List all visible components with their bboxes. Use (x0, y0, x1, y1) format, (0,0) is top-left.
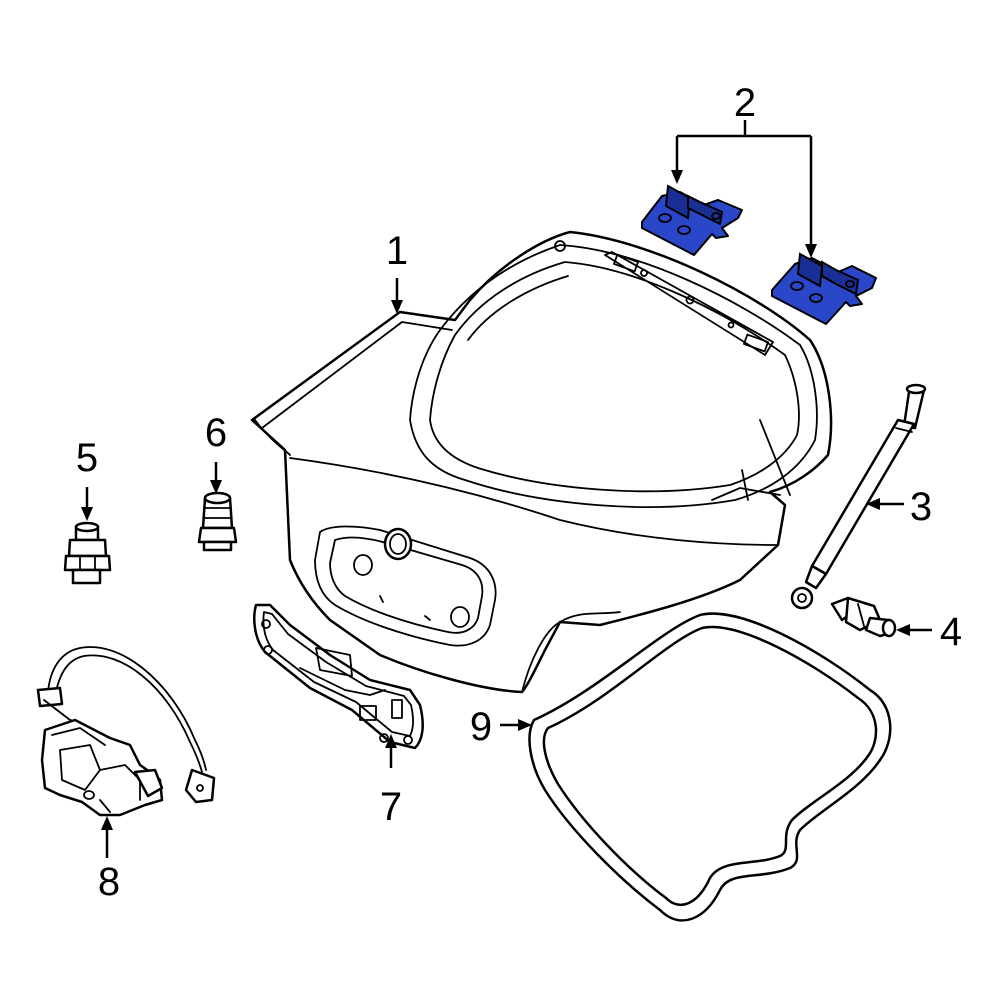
callout-3: 3 (910, 485, 932, 529)
callout-5: 5 (76, 436, 98, 480)
callout-2: 2 (734, 81, 756, 125)
bumper-stop-part[interactable] (197, 491, 238, 552)
callout-6: 6 (205, 411, 227, 455)
callout-7: 7 (380, 785, 402, 829)
weatherstrip-seal-part[interactable] (528, 612, 892, 922)
callout-4: 4 (940, 610, 962, 654)
latch-assembly-part[interactable] (36, 646, 216, 817)
callout-9: 9 (470, 705, 492, 749)
ball-stud-part[interactable] (830, 596, 897, 638)
switch-part[interactable] (63, 521, 112, 585)
leader-lines (81, 120, 932, 858)
callout-8: 8 (98, 860, 120, 904)
trim-bracket-part[interactable] (253, 603, 424, 750)
lift-support-strut-part[interactable] (790, 383, 927, 610)
hinge-left-part[interactable] (641, 184, 743, 256)
callout-1: 1 (386, 229, 408, 273)
hinge-right-part[interactable] (771, 252, 877, 325)
callout-labels: 1 2 3 4 5 6 7 8 9 (76, 81, 962, 904)
trunk-lid-part[interactable] (250, 230, 833, 694)
